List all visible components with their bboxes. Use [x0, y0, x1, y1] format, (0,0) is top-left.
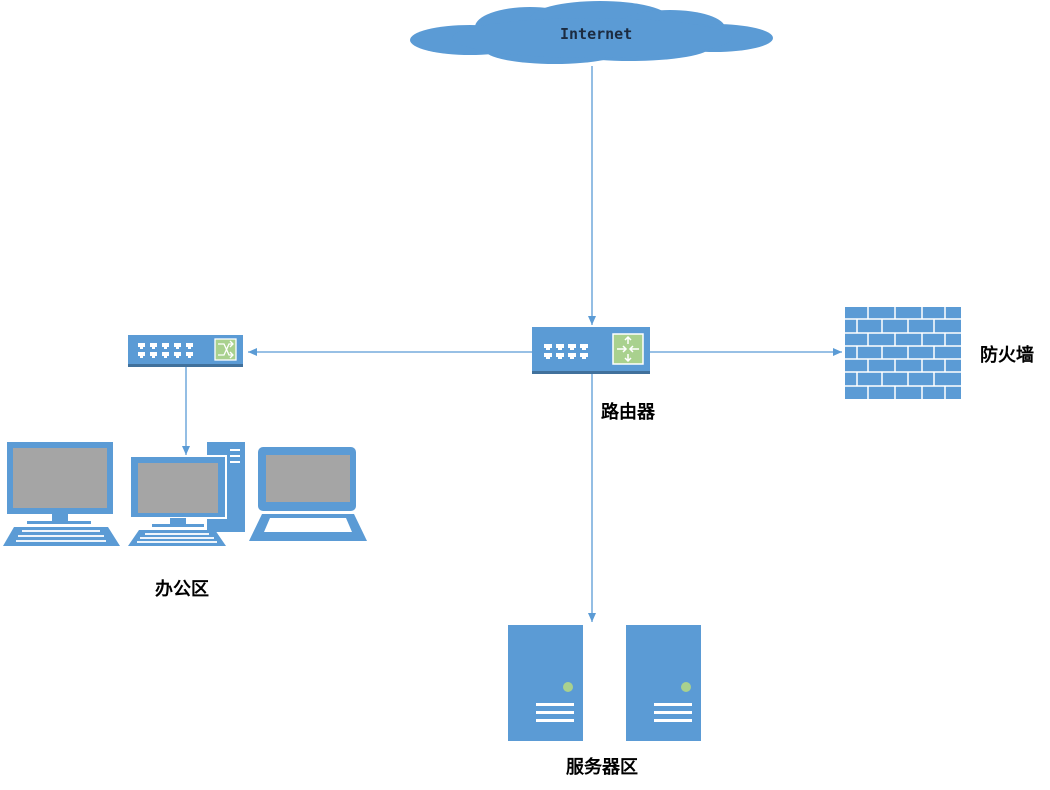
desktop-computer-icon [3, 442, 120, 546]
firewall-label: 防火墙 [980, 345, 1034, 366]
router-label: 路由器 [601, 402, 655, 423]
connectors [182, 66, 842, 622]
server-icon [508, 625, 701, 741]
laptop-icon [249, 447, 367, 541]
desktop-tower-icon [128, 442, 245, 546]
servers-label: 服务器区 [566, 757, 638, 778]
cloud-icon [410, 1, 773, 64]
firewall-icon [845, 307, 961, 399]
router-icon [532, 327, 650, 374]
switch-icon [128, 335, 243, 367]
server-unit-2 [626, 625, 701, 741]
office-label: 办公区 [155, 579, 209, 600]
server-unit-1 [508, 625, 583, 741]
internet-label: Internet [560, 25, 633, 43]
workstation-icon [3, 442, 367, 546]
